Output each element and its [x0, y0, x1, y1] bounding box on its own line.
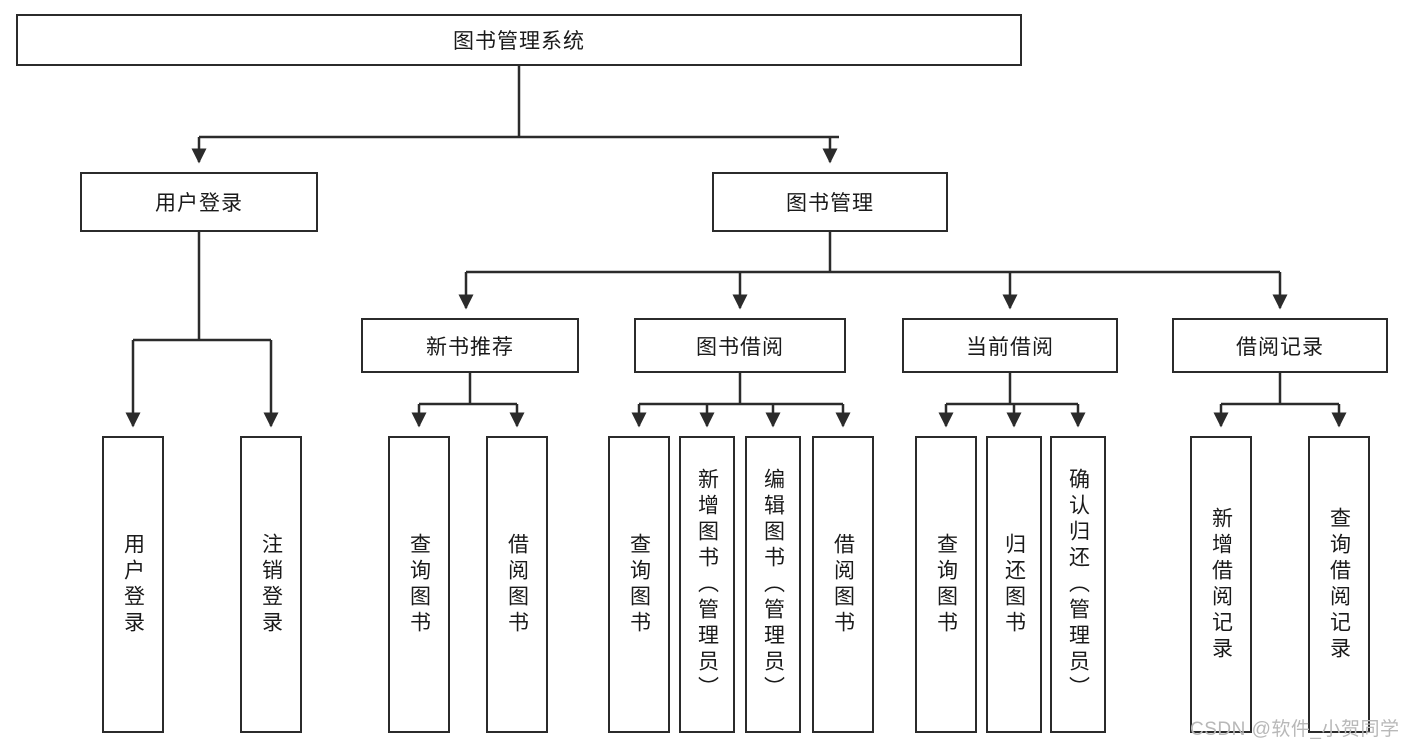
- node-book-borrow[interactable]: 图书借阅: [634, 318, 846, 373]
- node-user-login-label: 用户登录: [155, 192, 243, 215]
- node-leaf-user-login-label: 用户登录: [121, 532, 145, 637]
- node-leaf-query-record[interactable]: 查询借阅记录: [1308, 436, 1370, 733]
- node-leaf-borrow-book-1-label: 借阅图书: [505, 532, 529, 637]
- node-leaf-query-book-2-label: 查询图书: [627, 532, 651, 637]
- node-root-label: 图书管理系统: [453, 30, 585, 53]
- node-leaf-query-book-2[interactable]: 查询图书: [608, 436, 670, 733]
- node-current-borrow[interactable]: 当前借阅: [902, 318, 1118, 373]
- node-leaf-add-book-label: 新增图书（管理员）: [695, 467, 719, 702]
- node-leaf-borrow-book-2[interactable]: 借阅图书: [812, 436, 874, 733]
- node-borrow-record[interactable]: 借阅记录: [1172, 318, 1388, 373]
- node-current-borrow-label: 当前借阅: [966, 335, 1054, 359]
- node-leaf-edit-book-label: 编辑图书（管理员）: [761, 467, 785, 702]
- node-leaf-query-book-1-label: 查询图书: [407, 532, 431, 637]
- node-new-book-rec[interactable]: 新书推荐: [361, 318, 579, 373]
- node-root[interactable]: 图书管理系统: [16, 14, 1022, 66]
- node-borrow-record-label: 借阅记录: [1236, 335, 1324, 359]
- node-leaf-return-book[interactable]: 归还图书: [986, 436, 1042, 733]
- node-leaf-return-book-label: 归还图书: [1002, 532, 1026, 637]
- node-leaf-edit-book[interactable]: 编辑图书（管理员）: [745, 436, 801, 733]
- node-book-borrow-label: 图书借阅: [696, 335, 784, 359]
- node-leaf-query-book-3-label: 查询图书: [934, 532, 958, 637]
- node-book-manage-label: 图书管理: [786, 192, 874, 215]
- node-leaf-user-login[interactable]: 用户登录: [102, 436, 164, 733]
- node-leaf-add-record[interactable]: 新增借阅记录: [1190, 436, 1252, 733]
- node-leaf-add-record-label: 新增借阅记录: [1209, 506, 1233, 663]
- node-user-login[interactable]: 用户登录: [80, 172, 318, 232]
- node-leaf-query-record-label: 查询借阅记录: [1327, 506, 1351, 663]
- node-leaf-confirm-return-label: 确认归还（管理员）: [1066, 467, 1090, 702]
- node-leaf-borrow-book-2-label: 借阅图书: [831, 532, 855, 637]
- node-leaf-confirm-return[interactable]: 确认归还（管理员）: [1050, 436, 1106, 733]
- node-leaf-query-book-3[interactable]: 查询图书: [915, 436, 977, 733]
- node-leaf-query-book-1[interactable]: 查询图书: [388, 436, 450, 733]
- node-leaf-add-book[interactable]: 新增图书（管理员）: [679, 436, 735, 733]
- node-new-book-rec-label: 新书推荐: [426, 335, 514, 359]
- node-book-manage[interactable]: 图书管理: [712, 172, 948, 232]
- node-leaf-logout[interactable]: 注销登录: [240, 436, 302, 733]
- node-leaf-logout-label: 注销登录: [259, 532, 283, 637]
- node-leaf-borrow-book-1[interactable]: 借阅图书: [486, 436, 548, 733]
- watermark: CSDN @软件_小贺同学: [1190, 719, 1400, 740]
